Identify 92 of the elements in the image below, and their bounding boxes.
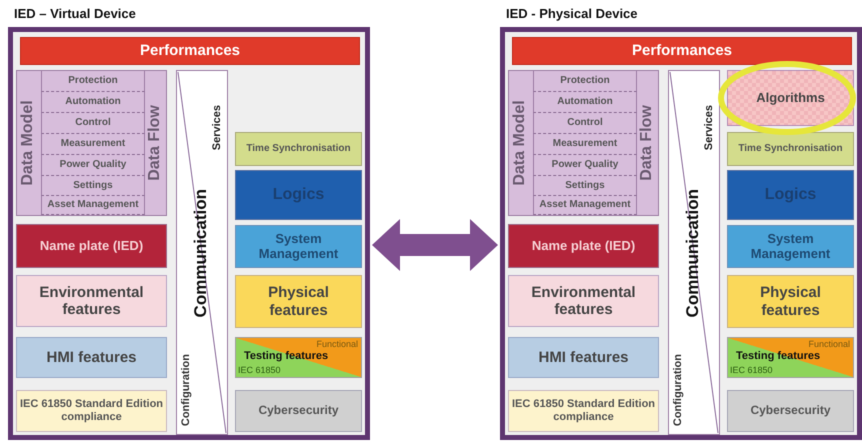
- vertical-label: Communication: [683, 189, 703, 318]
- vertical-label: Services: [211, 105, 224, 150]
- function-row: [41, 176, 145, 196]
- panel-title: IED – Virtual Device: [14, 6, 136, 21]
- box-label: IEC 61850: [238, 364, 281, 375]
- box-label: System Management: [750, 232, 832, 262]
- box-label: Testing features: [736, 350, 820, 363]
- box-label: Power Quality: [60, 159, 126, 171]
- function-row: [41, 92, 145, 113]
- compliance-box: [508, 390, 659, 432]
- function-row: [533, 113, 637, 134]
- box-label: Cybersecurity: [750, 404, 831, 418]
- box-label: Environmental features: [530, 284, 637, 318]
- box-label: IEC 61850 Standard Edition compliance: [510, 398, 656, 424]
- box-label: IEC 61850 Standard Edition compliance: [18, 398, 164, 424]
- box-label: Logics: [272, 186, 324, 204]
- feature-box: [727, 390, 854, 432]
- function-row: [533, 134, 637, 155]
- vertical-label: Configuration: [672, 354, 685, 426]
- panel-title: IED - Physical Device: [506, 6, 638, 21]
- box-label: Protection: [560, 75, 610, 87]
- feature-box: [727, 275, 854, 328]
- feature-box: [235, 390, 362, 432]
- function-row: [41, 196, 145, 215]
- data-model-panel: [508, 70, 659, 216]
- function-row: [533, 176, 637, 196]
- vertical-label: Data Model: [511, 100, 529, 186]
- function-row: [41, 113, 145, 134]
- box-label: Settings: [565, 180, 605, 192]
- nameplate-box: [508, 224, 659, 268]
- function-row: [41, 155, 145, 176]
- testing-box: [727, 337, 854, 378]
- vertical-label: Data Model: [19, 100, 37, 186]
- box-label: Automation: [65, 96, 121, 108]
- function-row: [533, 92, 637, 113]
- vertical-label: Data Flow: [638, 105, 656, 181]
- box-label: Asset Management: [539, 199, 631, 211]
- feature-box: [235, 225, 362, 268]
- vertical-label: Configuration: [180, 354, 193, 426]
- box-label: Physical features: [759, 284, 822, 319]
- box-label: Control: [567, 117, 603, 129]
- box-label: HMI features: [46, 348, 137, 366]
- box-label: Logics: [764, 186, 816, 204]
- box-label: Testing features: [244, 350, 328, 363]
- vertical-label: Services: [703, 105, 716, 150]
- box-label: Functional: [808, 339, 850, 350]
- feature-box: [727, 132, 854, 166]
- feature-box: [727, 225, 854, 268]
- box-label: Power Quality: [552, 159, 618, 171]
- function-row: [533, 71, 637, 92]
- box-label: Measurement: [552, 138, 618, 150]
- box-label: Name plate (IED): [40, 238, 144, 254]
- double-arrow: [372, 219, 498, 271]
- function-row: [533, 155, 637, 176]
- box-label: Asset Management: [47, 199, 139, 211]
- performance-bar: [20, 37, 360, 65]
- function-row: [41, 71, 145, 92]
- box-label: Measurement: [60, 138, 126, 150]
- box-label: Time Synchronisation: [738, 143, 843, 155]
- box-label: Time Synchronisation: [246, 143, 351, 155]
- compliance-box: [16, 390, 167, 432]
- box-label: Environmental features: [38, 284, 145, 318]
- box-label: Name plate (IED): [532, 238, 636, 254]
- box-label: Cybersecurity: [258, 404, 339, 418]
- function-row: [533, 196, 637, 215]
- box-label: System Management: [258, 232, 340, 262]
- feature-box: [16, 337, 167, 378]
- data-model-panel: [16, 70, 167, 216]
- box-label: Settings: [73, 180, 113, 192]
- nameplate-box: [16, 224, 167, 268]
- box-label: Performances: [140, 42, 240, 60]
- performance-bar: [512, 37, 852, 65]
- box-label: IEC 61850: [730, 364, 773, 375]
- feature-box: [508, 275, 659, 327]
- box-label: Functional: [316, 339, 358, 350]
- feature-box: [235, 170, 362, 220]
- box-label: Protection: [68, 75, 118, 87]
- vertical-label: Data Flow: [146, 105, 164, 181]
- box-label: Automation: [557, 96, 613, 108]
- box-label: Control: [75, 117, 111, 129]
- feature-box: [727, 170, 854, 220]
- box-label: HMI features: [538, 348, 629, 366]
- function-row: [41, 134, 145, 155]
- box-label: Algorithms: [756, 90, 825, 106]
- box-label: Performances: [632, 42, 732, 60]
- feature-box: [235, 132, 362, 166]
- feature-box: [16, 275, 167, 327]
- feature-box: [508, 337, 659, 378]
- feature-box: [235, 275, 362, 328]
- vertical-label: Communication: [191, 189, 211, 318]
- box-label: Physical features: [267, 284, 330, 319]
- testing-box: [235, 337, 362, 378]
